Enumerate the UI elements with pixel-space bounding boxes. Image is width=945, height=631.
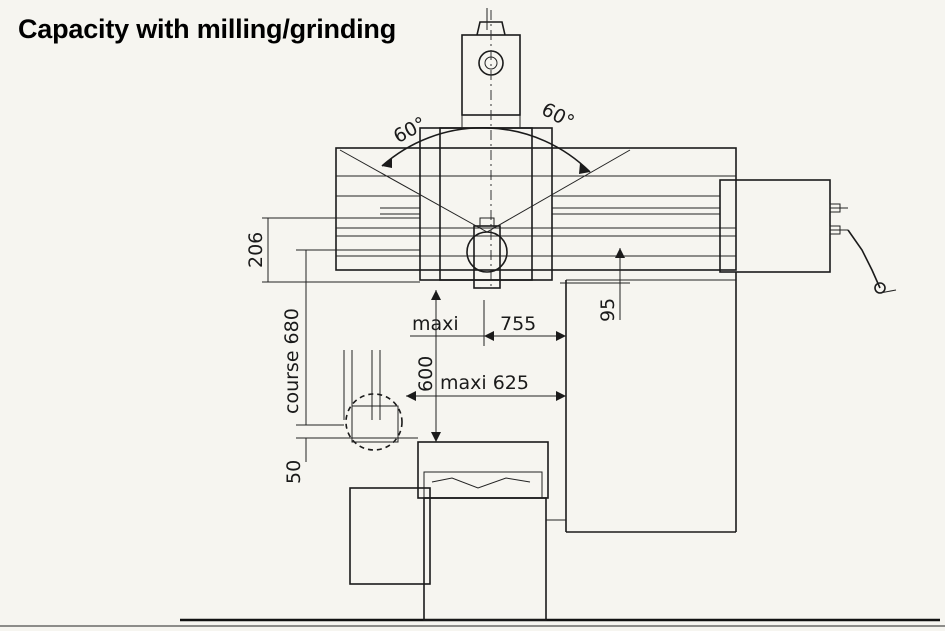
dim-50-label: 50 — [283, 460, 305, 484]
dim-755-label: 755 — [500, 313, 536, 335]
dim-600 — [431, 290, 441, 442]
swivel-angle — [339, 126, 631, 233]
dim-625 — [406, 391, 566, 401]
dim-206 — [262, 217, 420, 283]
dim-95 — [560, 248, 630, 320]
maxi-label: maxi — [412, 313, 459, 335]
feed-gearbox — [719, 179, 848, 273]
dim-95-label: 95 — [597, 298, 619, 322]
dim-50 — [296, 437, 418, 462]
dim-600-label: 600 — [415, 356, 437, 392]
ram-top — [461, 8, 521, 290]
worktable — [349, 441, 566, 621]
dim-course — [296, 249, 420, 426]
course-label: course 680 — [281, 308, 303, 414]
saddle — [419, 115, 553, 281]
page-title: Capacity with milling/grinding — [18, 14, 397, 44]
maxi625-label: maxi 625 — [440, 372, 529, 394]
angle-left-label: 60° — [390, 113, 430, 148]
handwheel-crank — [847, 229, 897, 294]
dim-206-label: 206 — [245, 232, 267, 268]
column — [565, 272, 737, 533]
cross-rail — [335, 147, 737, 271]
spindle-lowest-position — [343, 350, 403, 451]
